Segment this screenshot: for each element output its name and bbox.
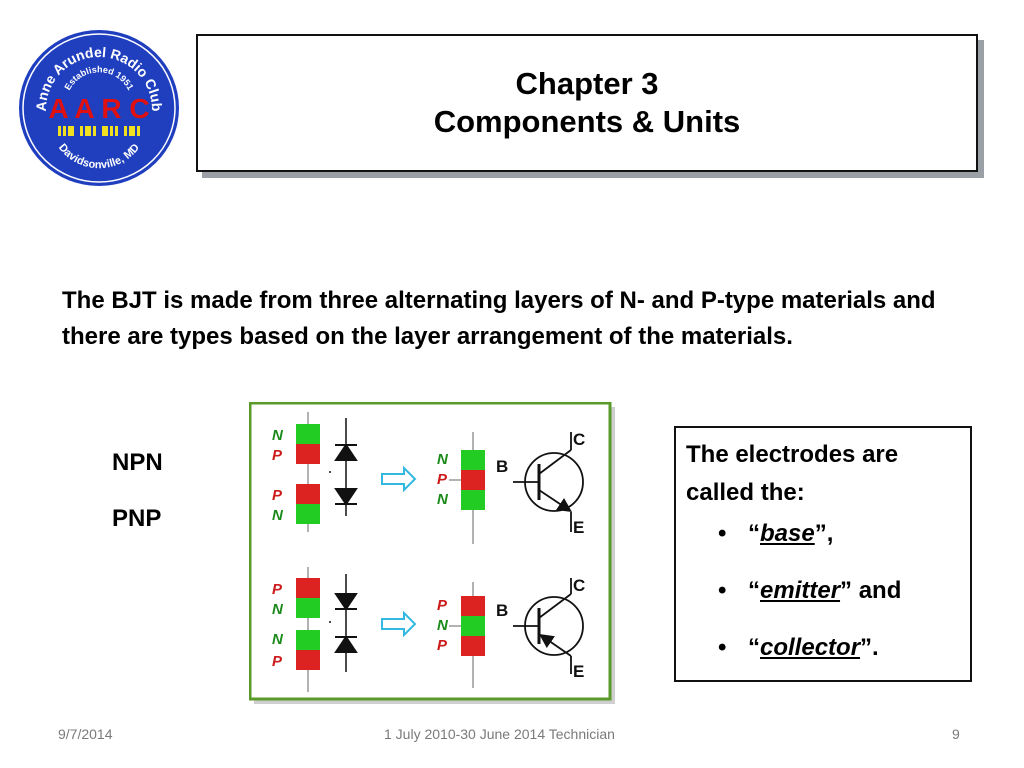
logo-stripes xyxy=(58,126,140,136)
pnp-stack-letter-2: N xyxy=(437,617,449,634)
npn-diode-symbols xyxy=(329,418,358,516)
title-chapter: Chapter 3 xyxy=(515,66,659,101)
npn-layer-n-bottom xyxy=(296,504,320,524)
pnp-layer-n-bottom xyxy=(296,630,320,650)
pnp-label: PNP xyxy=(112,505,162,532)
pnp-letter-4: P xyxy=(272,653,283,670)
bullet-icon: • xyxy=(718,634,727,661)
footer-course: 1 July 2010-30 June 2014 Technician xyxy=(384,726,615,742)
npn-letter-4: N xyxy=(272,507,284,524)
pnp-emitter-label: E xyxy=(573,662,584,681)
footer-date: 9/7/2014 xyxy=(58,726,113,742)
intro-paragraph: The BJT is made from three alternating l… xyxy=(62,287,936,350)
pnp-stack-letter-3: P xyxy=(437,637,448,654)
npn-transistor-symbol xyxy=(513,432,584,532)
pnp-letter-3: N xyxy=(272,631,284,648)
npn-base-label: B xyxy=(496,457,508,476)
npn-layer-p-top xyxy=(296,444,320,464)
pnp-collector-label: C xyxy=(573,576,585,595)
npn-layer-n-top xyxy=(296,424,320,444)
npn-collector-label: C xyxy=(573,430,585,449)
electrodes-intro: The electrodes are called the: xyxy=(686,441,899,506)
npn-letter-1: N xyxy=(272,427,284,444)
pnp-layer-p-bottom xyxy=(296,650,320,670)
npn-letter-3: P xyxy=(272,487,283,504)
term-emitter: emitter xyxy=(760,577,841,604)
npn-layer-p-bottom xyxy=(296,484,320,504)
pnp-layer-stack: P N P xyxy=(437,582,485,688)
aarc-logo: Anne Arundel Radio Club Established 1951… xyxy=(19,30,179,186)
pnp-base-label: B xyxy=(496,601,508,620)
npn-stack-letter-3: N xyxy=(437,491,449,508)
npn-stack-letter-1: N xyxy=(437,451,449,468)
npn-convert-arrow-icon xyxy=(381,465,417,493)
pnp-diode-pair: P N N P xyxy=(272,567,358,692)
npn-diode-pair: N P P N xyxy=(272,412,358,532)
pnp-convert-arrow-icon xyxy=(381,610,417,638)
list-item: •“base”, xyxy=(718,520,834,547)
bullet-icon: • xyxy=(718,520,727,547)
pnp-transistor-symbol xyxy=(513,578,584,674)
npn-label: NPN xyxy=(112,449,163,476)
npn-stack-letter-2: P xyxy=(437,471,448,488)
bullet-icon: • xyxy=(718,577,727,604)
pnp-stack-letter-1: P xyxy=(437,597,448,614)
pnp-letter-2: N xyxy=(272,601,284,618)
pnp-layer-p-top xyxy=(296,578,320,598)
list-item: •“collector”. xyxy=(718,634,879,661)
electrodes-box: The electrodes are called the: •“base”, … xyxy=(674,426,972,682)
title-box: Chapter 3 Components & Units xyxy=(196,34,978,172)
npn-emitter-label: E xyxy=(573,518,584,537)
title-subject: Components & Units xyxy=(433,104,741,139)
npn-letter-2: P xyxy=(272,447,283,464)
npn-layer-stack: N P N xyxy=(437,432,485,544)
bjt-diagram: N P P N N P N C B E xyxy=(249,402,615,704)
pnp-layer-n-top xyxy=(296,598,320,618)
term-collector: collector xyxy=(760,634,861,661)
pnp-diode-symbols xyxy=(329,574,358,672)
logo-acronym: A A R C xyxy=(48,93,149,124)
page-number: 9 xyxy=(952,726,960,742)
electrodes-list: •“base”, •“emitter” and •“collector”. xyxy=(676,520,901,691)
list-item: •“emitter” and xyxy=(718,577,902,604)
pnp-letter-1: P xyxy=(272,581,283,598)
term-base: base xyxy=(760,520,815,547)
